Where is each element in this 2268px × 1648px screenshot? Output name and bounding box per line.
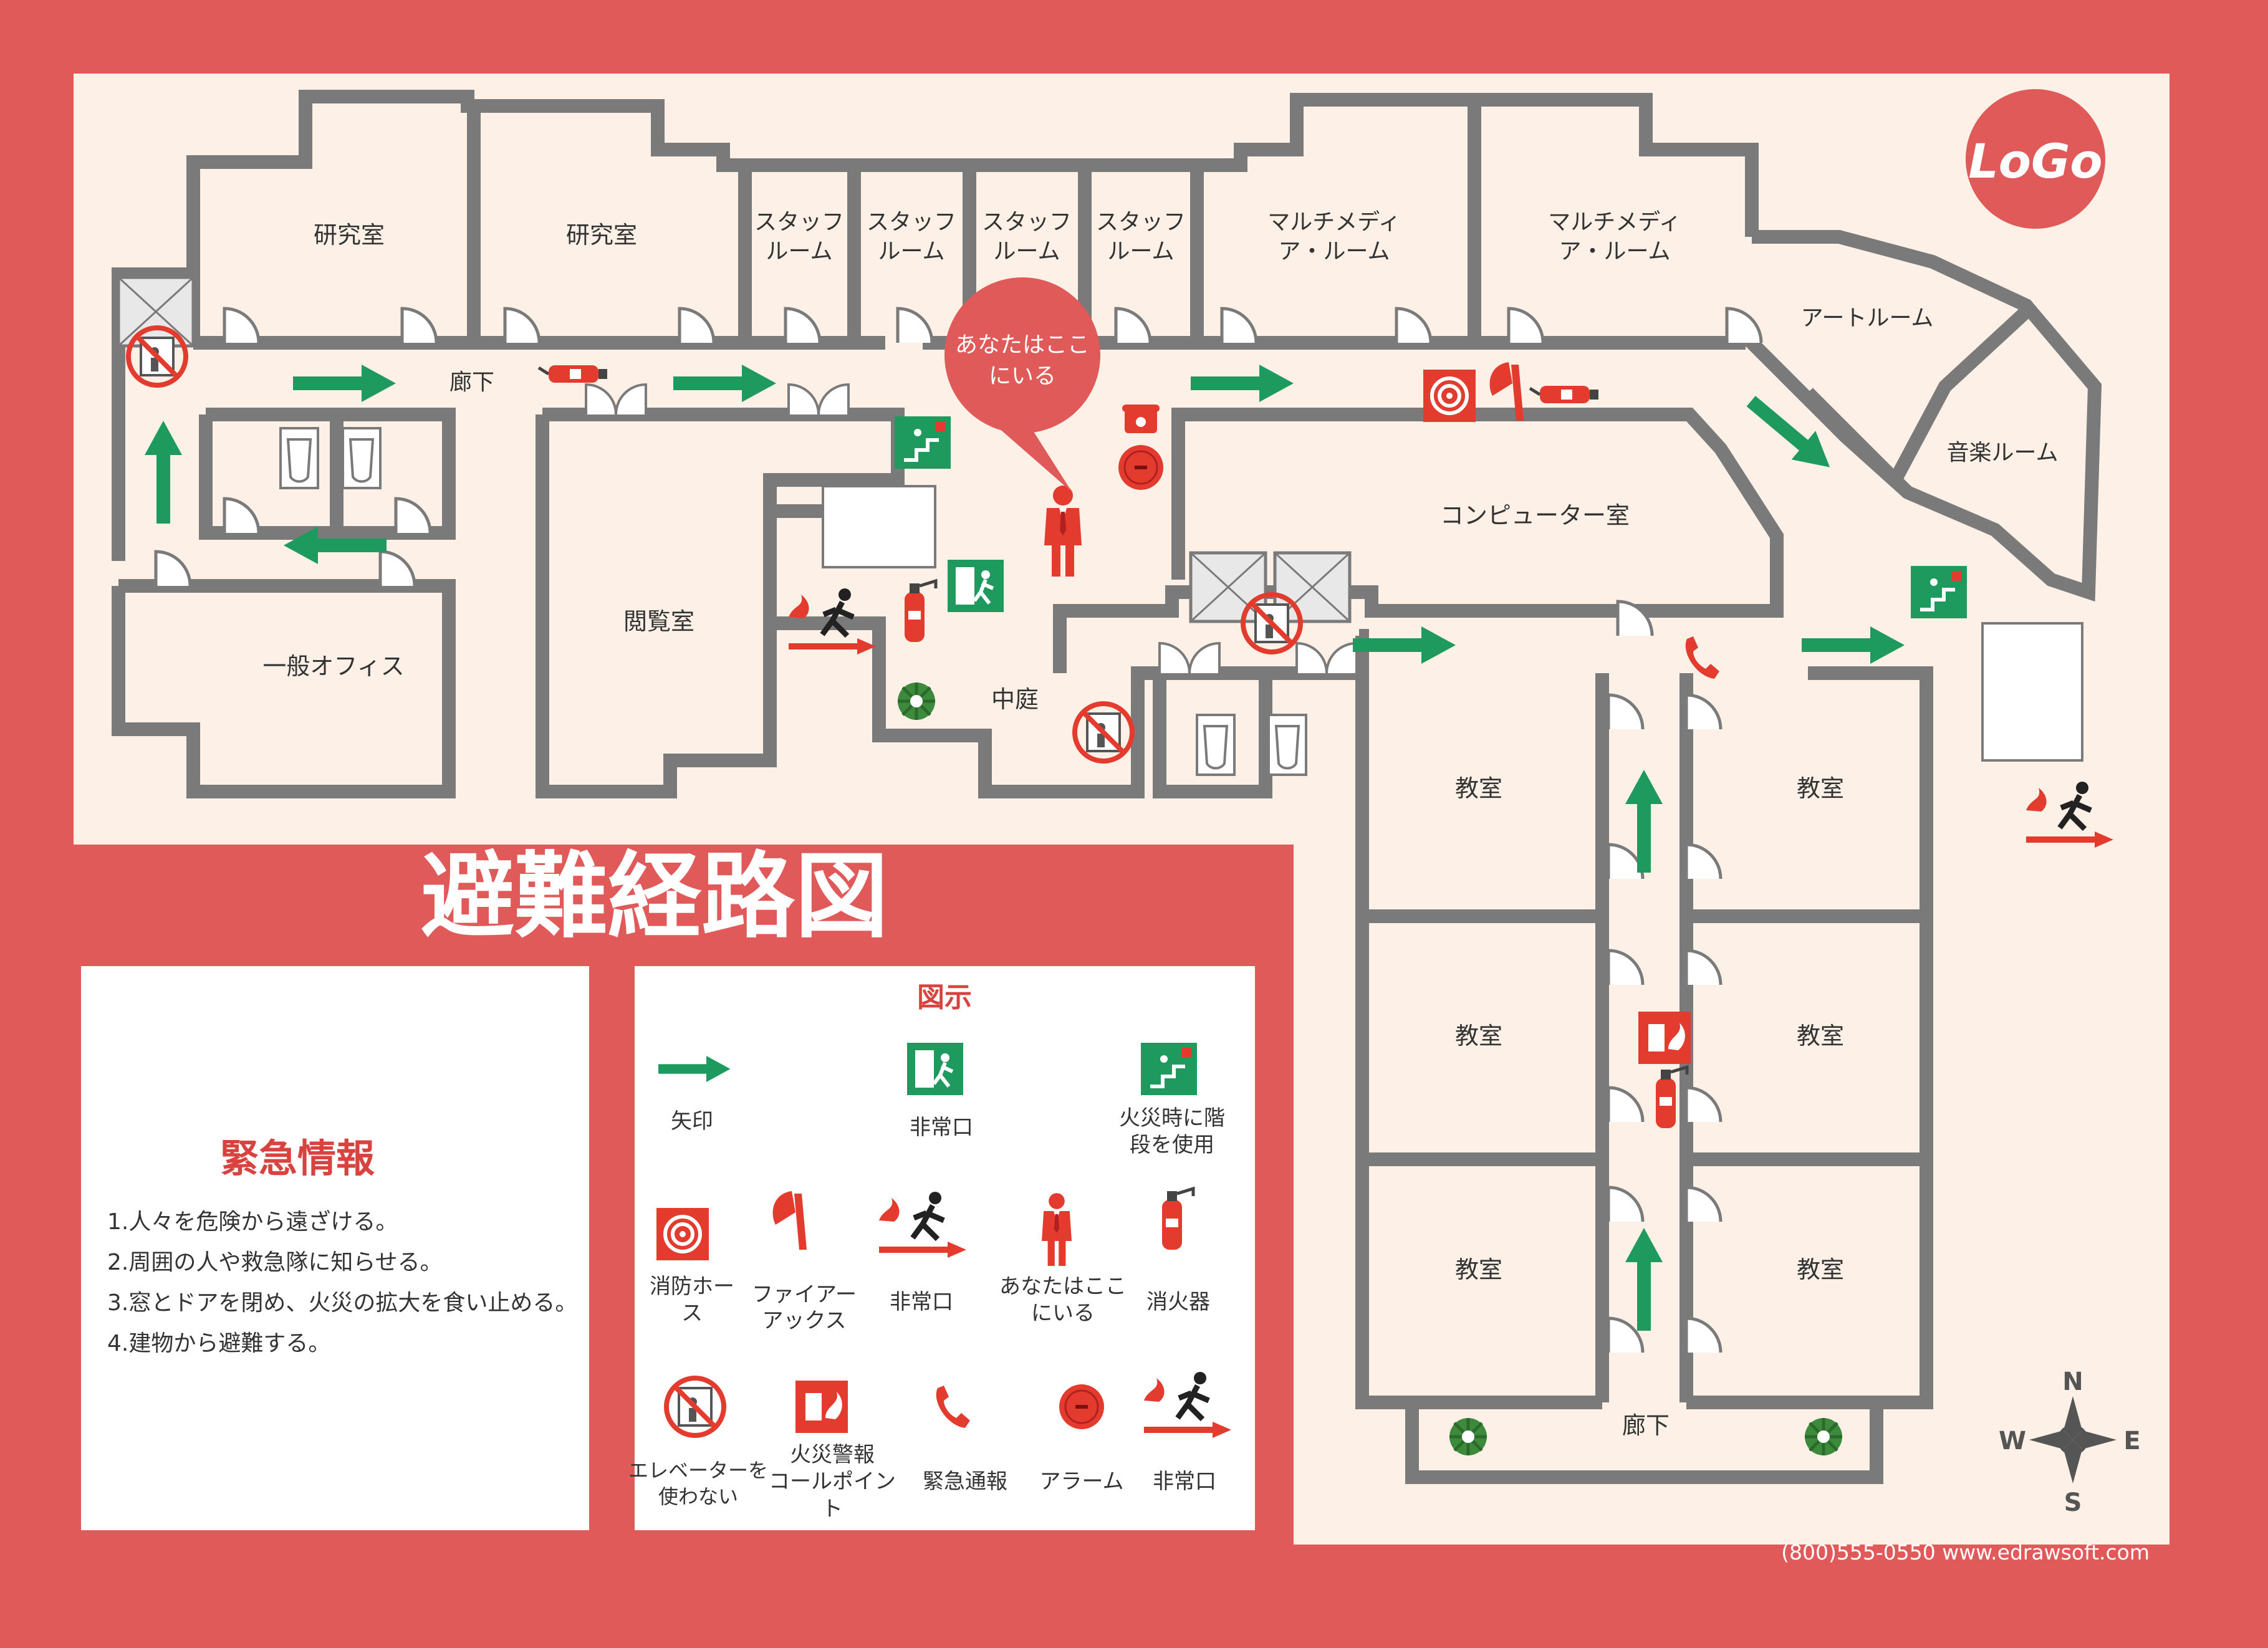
legend-label: 火災警報 — [790, 1442, 875, 1467]
legend-label: ファイアー — [752, 1282, 857, 1307]
legend-label: 矢印 — [671, 1109, 713, 1134]
fire-alarm-callpoint-icon — [795, 1381, 848, 1433]
emergency-heading: 緊急情報 — [220, 1136, 375, 1181]
compass-n-label: N — [2062, 1368, 2083, 1396]
legend-label: 使わない — [658, 1485, 738, 1508]
room-label-staff-3-line2: ルーム — [994, 239, 1060, 264]
room-label-corridor-bottom: 廊下 — [1622, 1412, 1670, 1439]
room-label-staff-1-line2: ルーム — [766, 239, 833, 264]
legend-label: ス — [681, 1301, 703, 1326]
fire-stairs-icon — [895, 416, 951, 469]
logo: LoGo — [1966, 89, 2105, 229]
room-label-staff-4-line2: ルーム — [1108, 239, 1175, 264]
room-label-art-room: アートルーム — [1801, 305, 1934, 331]
room-label-general-office: 一般オフィス — [262, 653, 404, 680]
compass-s-label: S — [2064, 1488, 2082, 1517]
emergency-info-panel: 緊急情報 1.人々を危険から遠ざける。 2.周囲の人や救急隊に知らせる。 3.窓… — [81, 966, 589, 1530]
legend-heading: 図示 — [917, 982, 972, 1013]
room-label-classroom-5: 教室 — [1455, 1256, 1502, 1283]
legend-label: 緊急通報 — [923, 1469, 1007, 1494]
room-label-multimedia-2-line2: ア・ルーム — [1559, 239, 1671, 264]
plant-icon — [1805, 1418, 1842, 1455]
room-label-staff-3-line1: スタッフ — [982, 209, 1072, 235]
legend-label: 消防ホー — [650, 1274, 734, 1299]
you-are-here-line1: あなたはここ — [955, 332, 1090, 358]
legend-label: 非常口 — [910, 1115, 973, 1140]
room-label-computer-room: コンピューター室 — [1440, 502, 1630, 529]
legend-label: 段を使用 — [1130, 1133, 1214, 1157]
legend-label: あなたはここ — [999, 1274, 1127, 1299]
floor-area — [74, 74, 2169, 1545]
room-label-classroom-2: 教室 — [1797, 775, 1844, 802]
room-label-lab-1: 研究室 — [314, 221, 385, 249]
legend-label: エレベーターを — [628, 1459, 768, 1482]
room-label-classroom-1: 教室 — [1455, 775, 1502, 802]
legend-label: にいる — [1031, 1301, 1095, 1326]
legend-label: 非常口 — [1153, 1469, 1216, 1494]
legend-panel: 図示 矢印 非常口 火災時に階 段を使用 消防ホー ス ファイアー アックス 非… — [628, 966, 1255, 1530]
room-label-classroom-6: 教室 — [1797, 1256, 1844, 1283]
alarm-bell-icon — [1058, 1383, 1105, 1430]
logo-text: LoGo — [1968, 133, 2102, 189]
emergency-exit-icon — [948, 560, 1004, 612]
legend-label: コールポイン — [769, 1469, 896, 1494]
plant-icon — [898, 683, 935, 720]
room-label-classroom-3: 教室 — [1455, 1022, 1502, 1050]
fire-hose-icon — [1423, 370, 1476, 422]
room-label-staff-2-line1: スタッフ — [867, 209, 956, 235]
you-are-here-line2: にいる — [989, 363, 1056, 389]
emergency-item: 1.人々を危険から遠ざける。 — [107, 1209, 398, 1235]
room-label-corridor-top: 廊下 — [449, 370, 494, 395]
emergency-item: 2.周囲の人や救急隊に知らせる。 — [107, 1250, 443, 1275]
room-label-reading-room: 閲覧室 — [623, 608, 694, 635]
room-label-multimedia-1-line1: マルチメディ — [1267, 209, 1400, 235]
room-label-classroom-4: 教室 — [1797, 1022, 1844, 1050]
fire-stairs-icon — [1141, 1043, 1197, 1095]
alarm-bell-icon — [1117, 444, 1165, 491]
room-label-staff-2-line2: ルーム — [878, 239, 945, 264]
stairs — [822, 485, 2083, 762]
emergency-item: 3.窓とドアを閉め、火災の拡大を食い止める。 — [107, 1290, 577, 1316]
footer-contact: (800)555-0550 www.edrawsoft.com — [1781, 1540, 2150, 1564]
room-label-staff-1-line1: スタッフ — [754, 209, 844, 235]
legend-label: アックス — [762, 1308, 847, 1333]
legend-label: ト — [822, 1497, 843, 1521]
legend-label: 非常口 — [890, 1290, 953, 1315]
fire-alarm-callpoint-icon — [1638, 1012, 1691, 1064]
compass-e-label: E — [2123, 1427, 2140, 1455]
compass-rose: N S W E — [1999, 1368, 2141, 1517]
legend-label: 消火器 — [1146, 1290, 1210, 1315]
room-label-music-room: 音楽ルーム — [1947, 440, 2059, 466]
emergency-phone-icon — [1122, 405, 1160, 433]
legend-label: アラーム — [1040, 1469, 1124, 1494]
page-title: 避難経路図 — [421, 843, 888, 951]
emergency-item: 4.建物から避難する。 — [107, 1331, 330, 1356]
emergency-exit-icon — [907, 1043, 963, 1095]
room-label-multimedia-2-line1: マルチメディ — [1548, 209, 1681, 235]
compass-w-label: W — [1999, 1427, 2026, 1455]
room-labels: 研究室 研究室 スタッフ ルーム スタッフ ルーム スタッフ ルーム スタッフ … — [262, 209, 2058, 1439]
fire-stairs-icon — [1911, 566, 1967, 618]
room-label-multimedia-1-line2: ア・ルーム — [1279, 239, 1390, 264]
legend-label: 火災時に階 — [1119, 1106, 1225, 1131]
fire-hose-icon — [656, 1208, 709, 1260]
room-label-lab-2: 研究室 — [566, 221, 637, 249]
room-label-staff-4-line1: スタッフ — [1096, 209, 1186, 235]
you-are-here-callout: あなたはここ にいる — [944, 277, 1100, 492]
room-label-courtyard: 中庭 — [991, 686, 1039, 713]
plant-icon — [1449, 1418, 1487, 1455]
